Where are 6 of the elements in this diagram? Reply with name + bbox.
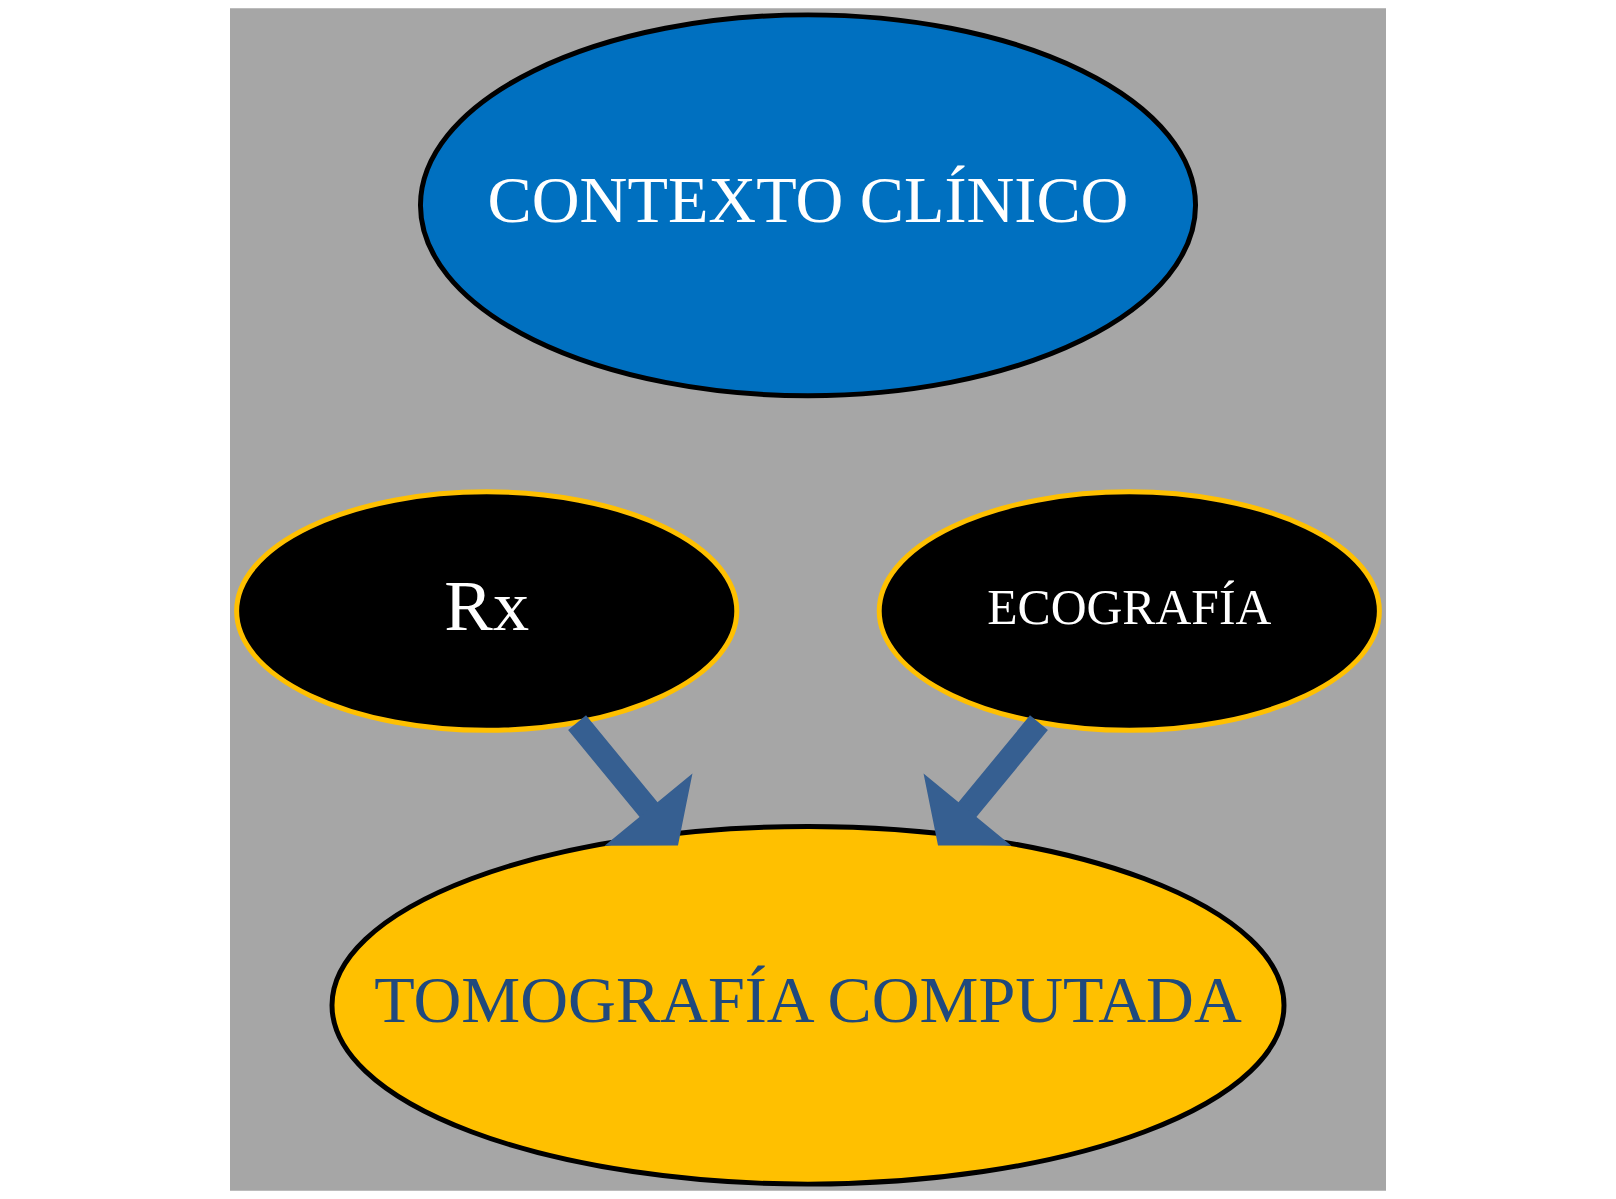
node-ellipse: CONTEXTO CLÍNICO [417,12,1199,399]
node-ellipse: TOMOGRAFÍA COMPUTADA [329,823,1287,1187]
node-ellipse: ECOGRAFÍA [876,489,1382,733]
arrow [568,715,693,846]
node-ellipse: Rx [234,489,740,733]
arrow [923,715,1048,846]
